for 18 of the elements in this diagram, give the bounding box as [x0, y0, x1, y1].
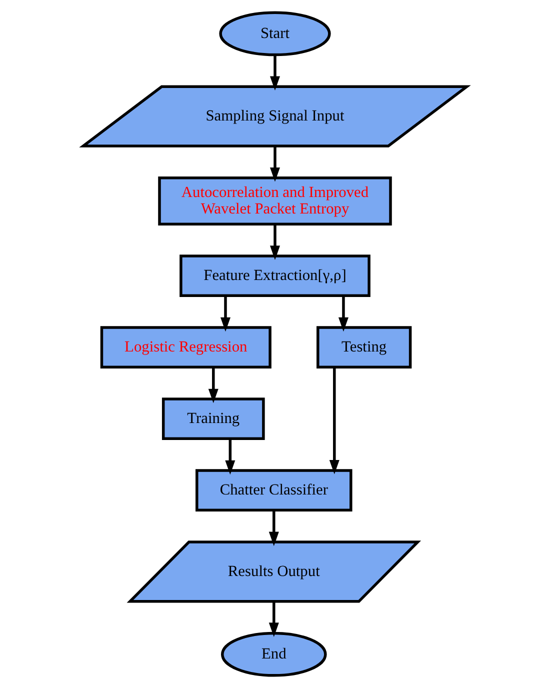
- arrow: [268, 510, 278, 546]
- node-box: Autocorrelation and Improved Wavelet Packet Entropy: [158, 176, 392, 226]
- arrow: [220, 296, 230, 332]
- arrow: [269, 224, 280, 260]
- arrow: [268, 602, 278, 637]
- node-box: Feature Extraction[γ,ρ]: [179, 254, 370, 297]
- arrow: [269, 54, 280, 91]
- node-ellipse: Start: [218, 11, 330, 56]
- node-ellipse: End: [220, 632, 326, 677]
- node-box: Testing: [316, 326, 412, 368]
- arrow: [328, 367, 339, 474]
- arrow: [224, 438, 235, 475]
- node-box: Logistic Regression: [100, 326, 271, 368]
- node-box: Chatter Classifier: [195, 469, 352, 512]
- arrow: [208, 367, 218, 404]
- arrow: [338, 296, 348, 332]
- node-box: Training: [161, 398, 264, 440]
- arrow: [269, 146, 280, 182]
